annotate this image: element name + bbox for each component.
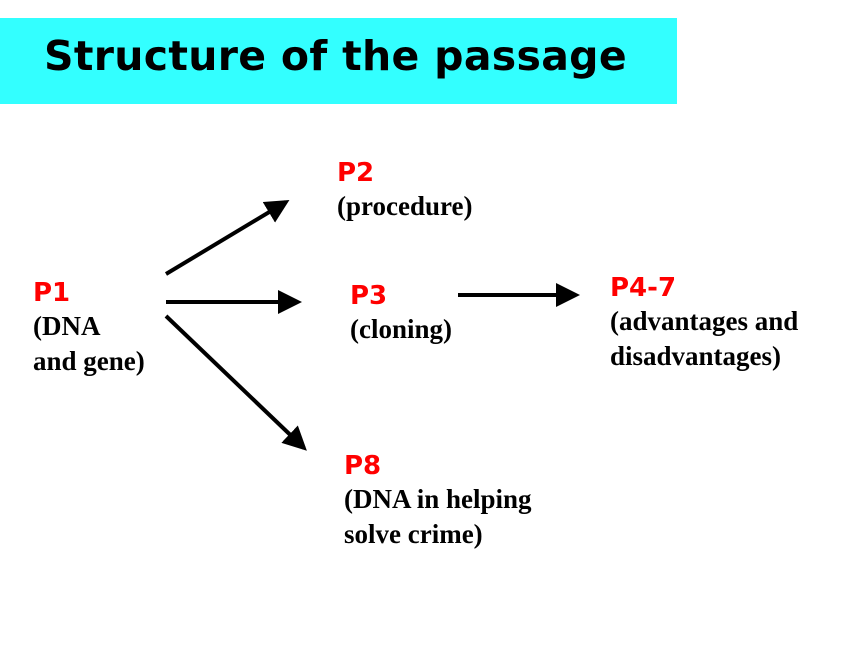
- node-p2-label: P2: [337, 158, 375, 188]
- node-p1-desc: (DNA and gene): [33, 311, 145, 376]
- node-p2-desc: (procedure): [337, 191, 473, 221]
- arrow-p1-to-p2: [164, 199, 290, 276]
- node-p3-label: P3: [350, 281, 388, 311]
- node-p8: P8 (DNA in helping solve crime): [344, 450, 532, 552]
- node-p47-label: P4-7: [610, 273, 677, 303]
- node-p3: P3 (cloning): [350, 280, 452, 347]
- node-p47: P4-7 (advantages and disadvantages): [610, 272, 798, 374]
- node-p47-desc: (advantages and disadvantages): [610, 306, 799, 371]
- node-p1-label: P1: [33, 278, 71, 308]
- node-p8-label: P8: [344, 451, 382, 481]
- node-p2: P2 (procedure): [337, 157, 472, 224]
- arrow-p1-to-p8: [164, 314, 307, 451]
- node-p8-desc: (DNA in helping solve crime): [344, 484, 532, 549]
- node-p3-desc: (cloning): [350, 314, 453, 344]
- page-title: Structure of the passage: [44, 32, 627, 80]
- node-p1: P1 (DNA and gene): [33, 277, 145, 379]
- title-banner: [0, 18, 677, 104]
